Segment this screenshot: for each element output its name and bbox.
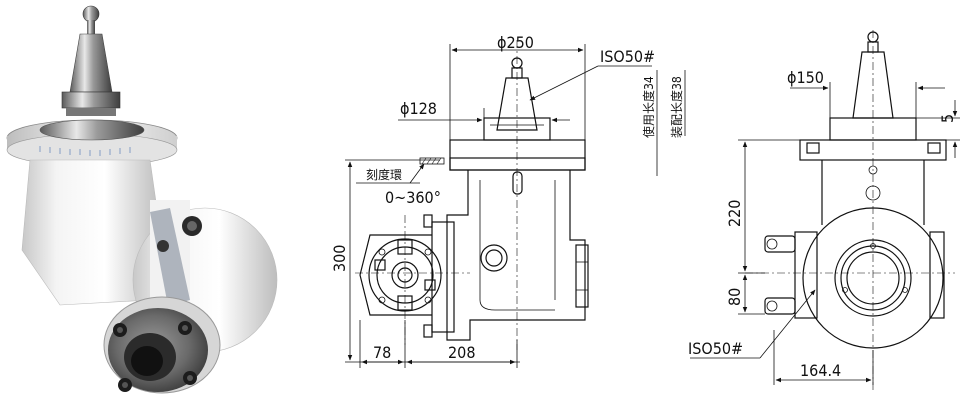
taper-label-front: ISO50# (600, 47, 655, 66)
side-view-drawing (690, 30, 960, 390)
left-offset-label: 78 (373, 343, 391, 362)
flange-diameter-label: ϕ250 (497, 33, 534, 52)
bottom-length-label: 208 (448, 343, 475, 362)
front-view-drawing (345, 40, 686, 368)
upper-height-label: 220 (725, 200, 744, 227)
use-length-label: 使用长度34 (641, 76, 656, 138)
install-length-label: 装配长度38 (669, 76, 684, 138)
right-offset-label: 5 (938, 114, 957, 123)
taper-label-side: ISO50# (688, 339, 743, 358)
shank-diameter-label: ϕ128 (400, 99, 437, 118)
rotation-range-label: 0~360° (385, 188, 441, 207)
scale-ring-label: 刻度環 (366, 167, 402, 182)
lower-height-label: 80 (725, 288, 744, 306)
top-diameter-label: ϕ150 (787, 68, 824, 87)
height-label: 300 (330, 245, 349, 272)
bottom-width-label: 164.4 (800, 361, 841, 380)
right-angle-milling-head-photo (6, 5, 278, 394)
